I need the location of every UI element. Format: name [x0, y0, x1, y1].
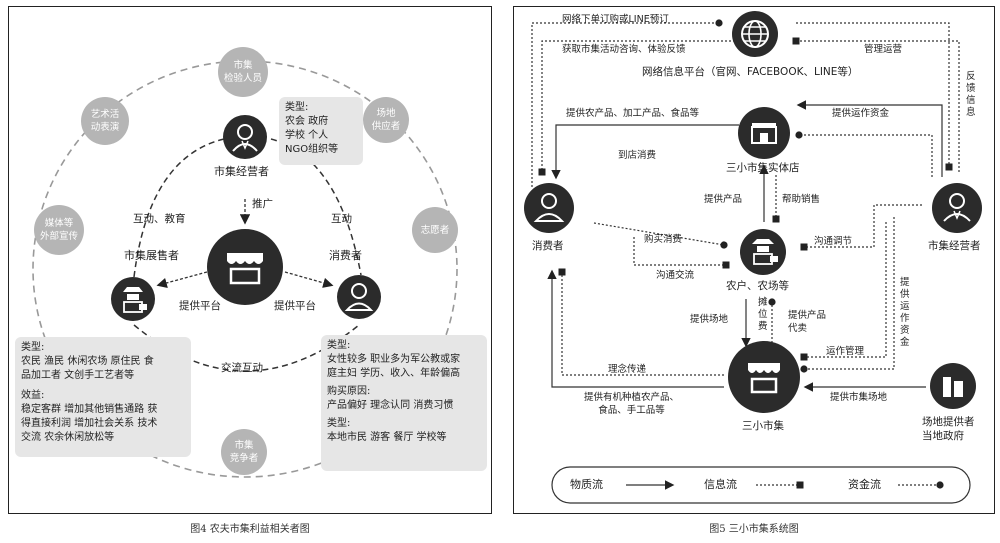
edge-help-sell: 帮助销售: [782, 194, 821, 205]
edge-buy: 购买消费: [644, 234, 683, 245]
market-center-node: [207, 229, 283, 305]
stakeholder-figure: 市集 检验人员 场地 供应者 艺术活 动表演 志愿者 媒体等 外部宣传 市集 竞…: [8, 6, 492, 514]
outer-node-volunteer: 志愿者: [412, 207, 458, 253]
person-icon: [533, 193, 565, 222]
consumer-label: 消费者: [329, 249, 362, 262]
exhibitor-info-box: 类型:农民 渔民 休闲农场 原住民 食品加工者 文创手工艺者等 效益:稳定客群 …: [15, 337, 191, 457]
exhibitor-node: [111, 277, 155, 321]
farmers-node: [740, 229, 786, 275]
edge-feedback: 反 馈 信 息: [966, 71, 976, 118]
consumer-node-5: [524, 183, 574, 233]
edge-venue-space: 提供场地: [690, 314, 729, 325]
edge-platform-right: 提供平台: [274, 300, 316, 312]
farmer-icon: [123, 287, 147, 313]
legend-material: 物质流: [570, 478, 603, 491]
market-stall-icon: [227, 253, 263, 285]
operator-icon: [232, 124, 258, 152]
edge-ops-mgmt: 运作管理: [826, 346, 865, 357]
legend-fund: 资金流: [848, 478, 881, 491]
edge-consign: 提供产品 代卖: [788, 310, 827, 334]
edge-supply-products: 提供农产品、加工产品、食品等: [566, 108, 700, 119]
edge-fund-ops: 提供运作资金: [832, 108, 890, 119]
globe-icon: [741, 20, 769, 48]
edge-exchange: 交流互动: [221, 362, 263, 374]
outer-node-inspector: 市集 检验人员: [218, 47, 268, 97]
edge-promote: 推广: [252, 198, 273, 210]
edge-platform-left: 提供平台: [179, 300, 221, 312]
fig5-connectors: [531, 19, 971, 504]
venue-provider-label: 场地提供者 当地政府: [922, 416, 975, 442]
fig5-caption: 图5 三小市集系统图: [709, 524, 799, 535]
operator-label: 市集经营者: [214, 165, 269, 178]
edge-provide-product: 提供产品: [704, 194, 743, 205]
person-icon: [344, 283, 374, 311]
network-platform-label: 网络信息平台（官网、FACEBOOK、LINE等）: [642, 66, 859, 78]
market-label: 三小市集: [742, 420, 784, 432]
operator-icon: [943, 193, 971, 222]
edge-manage: 管理运营: [864, 44, 903, 55]
store-label: 三小市集实体店: [726, 162, 800, 174]
consumer-label-5: 消费者: [532, 240, 564, 252]
storefront-icon: [751, 123, 777, 144]
edge-venue-supply: 提供市集场地: [830, 392, 888, 403]
edge-interact-edu: 互动、教育: [133, 213, 186, 225]
building-icon: [943, 377, 963, 397]
operator-node: [223, 115, 267, 159]
market-stall-icon: [748, 363, 780, 394]
consumer-node: [337, 275, 381, 319]
market-node: [728, 341, 800, 413]
venue-provider-node: [930, 363, 976, 409]
edge-communicate-adjust: 沟通调节: [814, 236, 853, 247]
farmer-icon: [752, 239, 778, 265]
exhibitor-label: 市集展售者: [124, 249, 179, 262]
edge-online-order: 网络下单订购或LINE预订: [562, 14, 669, 25]
store-node: [738, 107, 790, 159]
edge-organic: 提供有机种植农产品、 食品、手工品等: [584, 392, 680, 416]
system-figure: 网络信息平台（官网、FACEBOOK、LINE等） 网络下单订购或LINE预订 …: [513, 6, 995, 514]
outer-node-arts: 艺术活 动表演: [81, 97, 129, 145]
outer-node-competitor: 市集 竞争者: [221, 429, 267, 475]
operator-label-5: 市集经营者: [928, 240, 981, 252]
network-platform-node: [732, 11, 778, 57]
edge-interact: 互动: [331, 213, 352, 225]
outer-node-media: 媒体等 外部宣传: [34, 205, 84, 255]
edge-communicate: 沟通交流: [656, 270, 695, 281]
edge-ops-fund-vertical: 提 供 运 作 资 金: [900, 277, 910, 348]
edge-shop-in-store: 到店消费: [618, 150, 657, 161]
edge-get-info: 获取市集活动咨询、体验反馈: [562, 44, 686, 55]
edge-concept: 理念传递: [608, 364, 647, 375]
operator-node-5: [932, 183, 982, 233]
fig4-caption: 图4 农夫市集利益相关者图: [190, 524, 310, 535]
farmers-label: 农户、农场等: [726, 280, 789, 292]
legend-info: 信息流: [704, 478, 737, 491]
outer-node-venue: 场地 供应者: [363, 97, 409, 143]
consumer-info-box: 类型:女性较多 职业多为军公教或家庭主妇 学历、收入、年龄偏高 购买原因:产品偏…: [321, 335, 487, 471]
edge-stall-fee: 摊 位 费: [758, 297, 768, 332]
